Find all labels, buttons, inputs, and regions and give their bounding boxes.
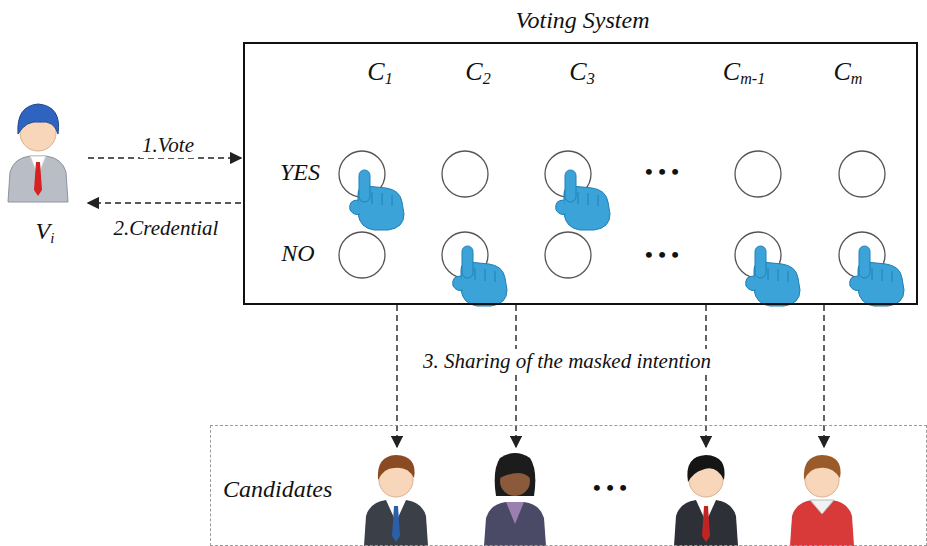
column-label: C1 bbox=[367, 58, 392, 87]
edge-label: 1.Vote bbox=[140, 134, 196, 157]
pointing-hands bbox=[350, 170, 904, 306]
ellipsis: • • • bbox=[593, 476, 627, 500]
row-label: NO bbox=[281, 240, 314, 266]
column-label: Cm-1 bbox=[723, 58, 765, 87]
step-label: 3. Sharing of the masked intention bbox=[419, 349, 715, 374]
candidate-icon bbox=[674, 455, 738, 546]
column-label: Cm bbox=[834, 58, 863, 87]
column-label: C3 bbox=[569, 58, 594, 87]
candidate-icon bbox=[790, 455, 854, 546]
edge-label: 2.Credential bbox=[112, 217, 221, 240]
row-label: YES bbox=[280, 159, 320, 185]
node-label: Voting System bbox=[516, 7, 650, 33]
candidates-box: Candidates bbox=[210, 425, 927, 546]
column-label: C2 bbox=[465, 58, 490, 87]
node-label: Candidates bbox=[223, 476, 332, 502]
candidate-icon bbox=[484, 453, 546, 546]
voter-node: Vi bbox=[4, 100, 86, 248]
ellipsis: • • • bbox=[645, 160, 679, 184]
choice-circles bbox=[339, 151, 885, 278]
candidate-icon bbox=[364, 455, 428, 546]
dashed-arrow bbox=[88, 202, 241, 203]
node-label: Vi bbox=[36, 218, 55, 244]
voter-icon bbox=[8, 104, 68, 202]
ellipsis: • • • bbox=[645, 243, 679, 267]
